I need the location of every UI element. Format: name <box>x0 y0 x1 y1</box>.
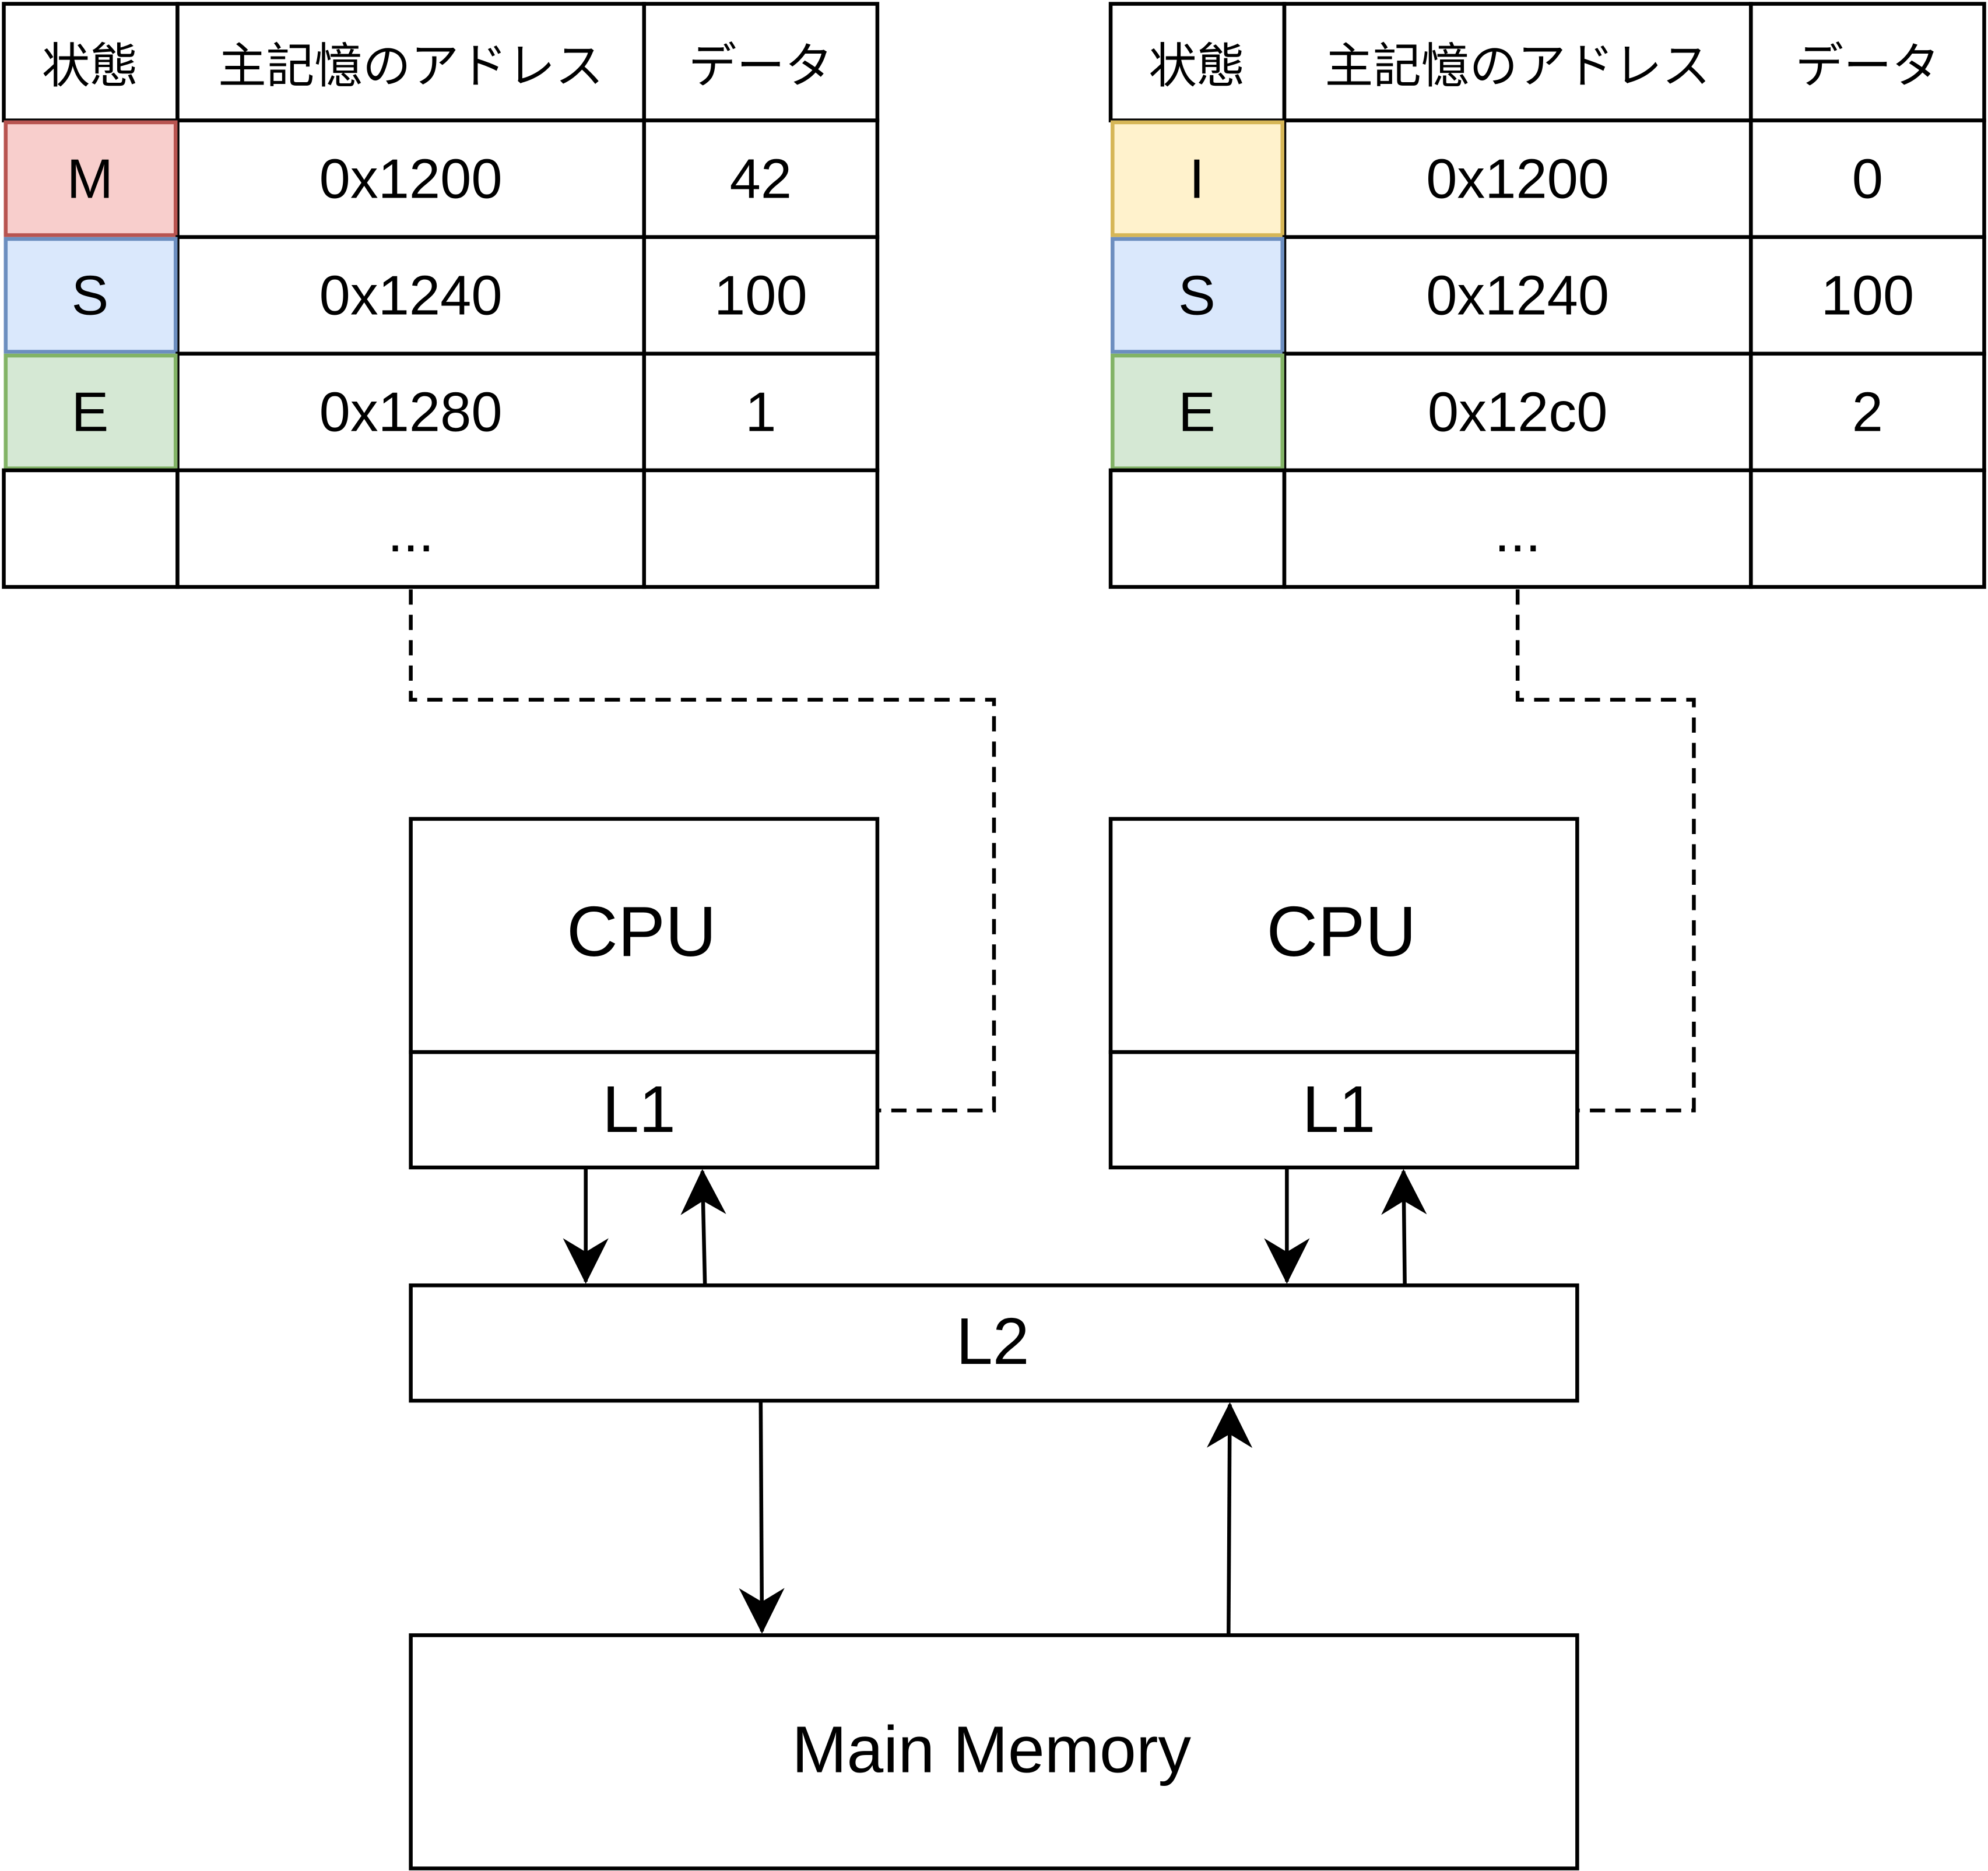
header-cell-address <box>175 2 647 122</box>
cpu-right: CPU L1 <box>1108 817 1579 1170</box>
state-cell <box>3 353 178 470</box>
state-value: S <box>1178 264 1216 326</box>
data-cell <box>1749 351 1986 473</box>
arrow-l2-to-l1-right <box>1381 1169 1427 1285</box>
header-cell-data <box>1749 2 1986 122</box>
arrow-l2-to-memory <box>739 1402 785 1634</box>
state-value: E <box>1178 381 1216 443</box>
data-cell <box>642 468 880 589</box>
address-value: 0x1240 <box>1426 264 1609 326</box>
main-memory-box <box>409 1633 1579 1870</box>
state-cell <box>1108 468 1287 589</box>
data-value: 0 <box>1852 147 1883 210</box>
state-cell <box>3 237 178 354</box>
state-value: E <box>72 381 109 443</box>
state-cell <box>1111 120 1285 237</box>
data-cell <box>642 351 880 473</box>
l1-label: L1 <box>1302 1072 1376 1146</box>
state-cell <box>1111 237 1285 354</box>
state-cell-border <box>1111 120 1285 237</box>
state-cell <box>3 120 178 237</box>
l2-cache-box <box>409 1283 1579 1403</box>
header-cell-state <box>2 2 180 122</box>
state-cell-border <box>3 237 178 354</box>
address-cell <box>175 468 647 589</box>
l1-cache-box <box>1108 1050 1579 1170</box>
data-value: 1 <box>745 381 776 443</box>
cpu-box <box>1108 817 1579 1054</box>
data-value: 2 <box>1852 381 1883 443</box>
data-value: 42 <box>730 147 792 210</box>
arrow-l2-to-l1-left <box>680 1169 726 1285</box>
address-value: 0x1200 <box>319 147 503 210</box>
header-state-label: 状態 <box>42 38 138 94</box>
dashed-connector-right <box>1515 589 1696 1113</box>
arrow-memory-to-l2 <box>1206 1402 1253 1634</box>
header-cell-state <box>1108 2 1287 122</box>
cache-table-left: 状態 主記憶のアドレス データ M 0x1200 42 S 0x1240 100… <box>2 2 880 589</box>
cpu-label: CPU <box>567 892 716 971</box>
address-cell <box>1282 235 1753 356</box>
state-cell <box>2 468 180 589</box>
state-cell <box>1111 353 1285 470</box>
data-cell <box>1749 235 1986 356</box>
address-value: 0x12c0 <box>1428 381 1608 443</box>
l1-label: L1 <box>602 1072 676 1146</box>
l1-cache-box <box>409 1050 880 1170</box>
header-data-label: データ <box>1795 38 1940 94</box>
state-cell-border <box>1111 237 1285 354</box>
data-cell <box>642 235 880 356</box>
data-value: 100 <box>714 264 807 326</box>
main-memory-label: Main Memory <box>792 1712 1191 1786</box>
data-value: 100 <box>1821 264 1915 326</box>
address-value: 0x1240 <box>319 264 503 326</box>
state-value: I <box>1189 147 1205 210</box>
state-value: M <box>67 147 114 210</box>
address-cell <box>175 351 647 473</box>
header-address-label: 主記憶のアドレス <box>1325 38 1710 94</box>
header-state-label: 状態 <box>1148 38 1245 94</box>
address-value: 0x1200 <box>1426 147 1609 210</box>
data-cell <box>1749 118 1986 239</box>
cpu-label: CPU <box>1266 892 1416 971</box>
cpu-box <box>409 817 880 1054</box>
cache-table-right: 状態 主記憶のアドレス データ I 0x1200 0 S 0x1240 100 … <box>1108 2 1986 589</box>
l2-label: L2 <box>956 1304 1030 1378</box>
ellipsis-value: ... <box>388 501 434 564</box>
cpu-left: CPU L1 <box>409 817 880 1170</box>
header-address-label: 主記憶のアドレス <box>218 38 603 94</box>
dashed-connector-left <box>409 589 996 1113</box>
data-cell <box>1749 468 1986 589</box>
address-cell <box>1282 351 1753 473</box>
state-cell-border <box>3 120 178 237</box>
header-data-label: データ <box>689 38 833 94</box>
address-value: 0x1280 <box>319 381 503 443</box>
state-value: S <box>72 264 109 326</box>
ellipsis-value: ... <box>1494 501 1541 564</box>
